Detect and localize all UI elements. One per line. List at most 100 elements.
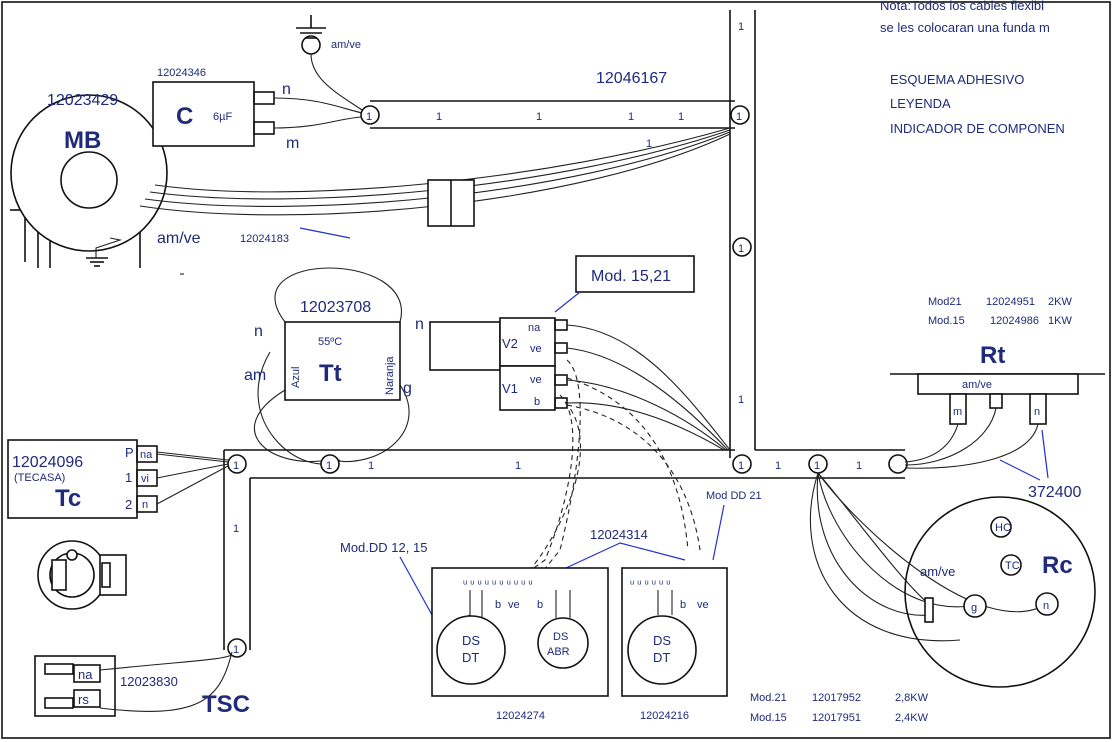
legend-line2: LEYENDA [890,96,951,111]
tc-pin-1: vi [141,473,149,485]
header-note-line2: se les colocaran una funda m [880,20,1050,35]
bottom-harness-num-4: 1 [738,460,744,472]
tc-label: Tc [55,485,81,512]
tsc-pin-0: na [78,667,93,682]
thermostat-pin-g: g [403,380,412,397]
thermostat-left-text: Azul [290,367,302,388]
ds-left-module: Mod.DD 12, 15 12024314 ᵤ ᵤ ᵤ ᵤ ᵤ ᵤ ᵤ ᵤ ᵤ… [340,527,648,722]
top-harness-code: 12046167 [596,70,667,87]
bottom-harness-num-8: 1 [233,644,239,656]
switch-mod-box [575,255,695,293]
tsc-component: na rs 12023830 TSC [34,651,250,718]
ds-right-module: Mod DD 21 ᵤ ᵤ ᵤ ᵤ ᵤ ᵤ b ve DS DT 1202421… [619,490,762,722]
ds-right-mod-label: Mod DD 21 [706,490,762,502]
legend-line1: ESQUEMA ADHESIVO [890,72,1024,87]
rc-mod21-power: 2,8KW [895,692,929,704]
ds-left-c1-l1: DS [462,633,480,648]
motor-ground-cable-code: 12024183 [240,233,289,245]
rc-mod15-power: 2,4KW [895,712,929,724]
tsc-label: TSC [202,691,250,718]
ds-left-c2-l1: DS [553,631,568,643]
ds-left-c1-l2: DT [462,650,479,665]
switch-v1-pin0: ve [530,374,542,386]
top-harness-num-2: 1 [436,111,442,123]
thermostat-code: 12023708 [300,299,371,316]
tsc-pin-1: rs [78,692,89,707]
top-harness-num-5: 1 [678,111,684,123]
motor-mb: 12023429 MB am/ve 12024183 [10,92,351,275]
thermostat-tt: 12023708 55ºC Tt Azul Naranja n n am g [244,267,424,465]
top-harness-num-1: 1 [736,111,742,123]
top-harness-num-0: 1 [366,111,372,123]
top-ground-label: am/ve [331,39,361,51]
top-ground-symbol: am/ve [296,15,363,111]
header-note-line1: Nota:Todos los cables flexibl [880,0,1044,13]
switch-v1-pin1: b [534,396,540,408]
rt-pin-m: m [953,406,962,418]
rc-label: Rc [1042,552,1073,579]
bottom-harness-num-9: 1 [233,523,239,535]
bottom-harness-num-5: 1 [775,460,781,472]
vertical-harness: 1 1 1 [729,10,756,458]
ds-right-pin-1: ve [697,599,709,611]
motor-label: MB [64,127,101,154]
motor-wires [139,127,731,227]
harness-node [732,237,752,257]
tc-pin-label-2: 2 [125,497,132,512]
ds-right-c1-l1: DS [653,633,671,648]
rt-mod21-power: 2KW [1048,296,1072,308]
tc-pin-0: na [140,449,153,461]
harness-vert-num-top: 1 [738,21,744,33]
rc-g: g [971,602,977,614]
capacitor-pin-n: n [282,81,291,98]
switch-v1: V1 [502,381,518,396]
switch-mod-label: Mod. 15,21 [591,268,671,285]
rt-resistor: Mod21 12024951 2KW Mod.15 12024986 1KW R… [890,296,1105,501]
tc-pin-label-0: P [125,445,134,460]
ds-left-mod-label: Mod.DD 12, 15 [340,540,427,555]
rc-mod21-code: 12017952 [812,692,861,704]
legend-line3: INDICADOR DE COMPONEN [890,121,1065,136]
ds-right-c1-l2: DT [653,650,670,665]
capacitor-pin-m: m [286,135,299,152]
harness-vert-num-mid: 1 [738,394,744,406]
bottom-harness-num-0: 1 [233,460,239,472]
rc-mod15: Mod.15 [750,712,787,724]
switch-v2-pin0: na [528,322,541,334]
top-harness-num-3: 1 [536,111,542,123]
ds-left-code: 12024274 [496,710,545,722]
tc-pin-2: n [142,499,148,511]
bottom-harness-num-1: 1 [326,460,332,472]
rc-ground: am/ve [920,564,955,579]
rc-mod21: Mod.21 [750,692,787,704]
tc-sub: (TECASA) [14,472,65,484]
top-harness-num-4: 1 [628,111,634,123]
capacitor-c: 12024346 C 6µF n m [152,67,363,152]
rt-mod15: Mod.15 [928,315,965,327]
bottom-harness-num-3: 1 [515,460,521,472]
rt-ground: am/ve [962,379,992,391]
top-harness-num-6: 1 [646,138,652,150]
switch-v2: V2 [502,336,518,351]
switch-v2-pin1: ve [530,343,542,355]
ds-left-pin-0: b [495,599,501,611]
knob-icon [37,540,127,610]
rt-mod15-power: 1KW [1048,315,1072,327]
tc-pin-label-1: 1 [125,470,132,485]
bottom-harness: 1 1 1 1 1 1 1 1 1 1 [223,449,908,658]
rt-mod15-code: 12024986 [990,315,1039,327]
ds-left-cable-code: 12024314 [590,527,648,542]
thermostat-pin-n-right: n [415,316,424,333]
ds-left-c2-l2: ABR [547,646,570,658]
ds-right-terminals: ᵤ ᵤ ᵤ ᵤ ᵤ ᵤ [630,575,671,587]
rt-label: Rt [980,342,1005,369]
thermostat-pin-n-left: n [254,323,263,340]
rc-tc: TC [1005,560,1020,572]
rc-n: n [1043,600,1049,612]
rt-mod21: Mod21 [928,296,962,308]
bottom-harness-num-7: 1 [856,460,862,472]
rc-resistor: HC TC Rc am/ve g n Mod.21 12017952 2,8KW… [750,472,1096,724]
rt-cable-code: 372400 [1028,484,1081,501]
switch-v1-v2: Mod. 15,21 V2 V1 na ve ve b [429,255,731,581]
